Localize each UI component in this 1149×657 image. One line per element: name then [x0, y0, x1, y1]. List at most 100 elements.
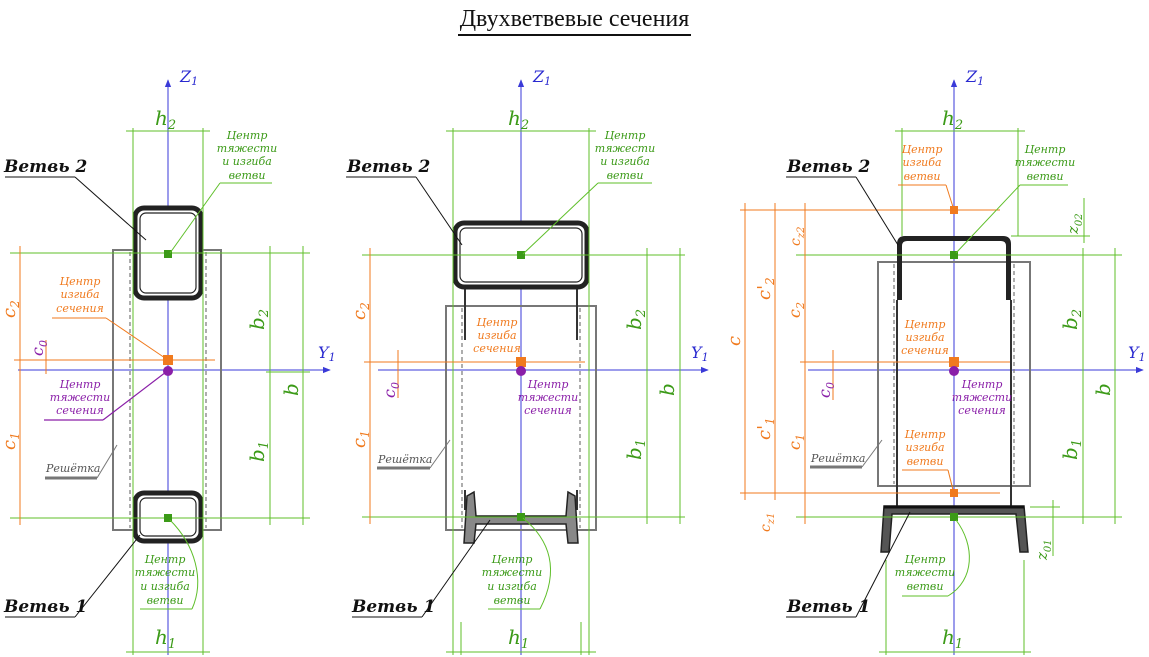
svg-text:тяжести: тяжести	[217, 142, 277, 155]
bend-branch-1-label-3: Центр изгиба ветви	[905, 428, 946, 468]
bend-center-marker	[163, 355, 173, 365]
dim-c0-2: c0	[380, 382, 402, 398]
svg-text:Центр: Центр	[145, 553, 186, 566]
lattice-label-2: Решётка	[377, 453, 432, 466]
center-marker-icon	[164, 250, 172, 258]
grav-section-label-1: Центр тяжести сечения	[50, 378, 110, 417]
center-branch-1-label-2: Центр тяжести и изгиба ветви	[482, 553, 542, 607]
y-axis-label-3: Y1	[1128, 343, 1146, 364]
dim-cz1: cz1	[758, 513, 777, 532]
svg-text:Центр: Центр	[605, 129, 646, 142]
grav-branch-2-label-3: Центр тяжести ветви	[1015, 143, 1075, 183]
svg-text:Центр: Центр	[60, 275, 101, 288]
svg-text:и изгиба: и изгиба	[140, 580, 190, 593]
branch-1-channel	[880, 505, 1029, 553]
page-title: Двухветвевые сечения	[0, 6, 1149, 36]
svg-text:Центр: Центр	[962, 378, 1003, 391]
svg-text:сечения: сечения	[958, 404, 1006, 417]
branch-2-label-1: Ветвь 2	[3, 157, 87, 177]
dim-c2-3: c2	[785, 302, 807, 318]
grav-center-marker	[949, 366, 959, 376]
leader	[169, 519, 199, 610]
center-branch-2-label-2: Центр тяжести и изгиба ветви	[595, 129, 655, 182]
svg-text:тяжести: тяжести	[518, 391, 578, 404]
leader	[855, 176, 899, 246]
svg-text:тяжести: тяжести	[895, 566, 955, 579]
svg-text:ветви: ветви	[907, 455, 944, 468]
svg-text:изгиба: изгиба	[61, 288, 100, 301]
dim-c1p: c'1	[754, 417, 777, 440]
svg-text:Центр: Центр	[1025, 143, 1066, 156]
svg-text:Центр: Центр	[227, 129, 268, 142]
dim-h1-1: h1	[155, 625, 176, 652]
svg-text:сечения: сечения	[473, 342, 521, 355]
svg-text:Центр: Центр	[528, 378, 569, 391]
z-axis-label-2: Z1	[532, 67, 551, 88]
y-axis-label-2: Y1	[691, 343, 709, 364]
leader	[96, 444, 118, 479]
dim-z02: z02	[1064, 213, 1085, 235]
page-title-text: Двухветвевые сечения	[457, 6, 692, 36]
branch-1-label-1: Ветвь 1	[3, 597, 87, 617]
leader	[169, 182, 221, 254]
section-1: Z1 Y1 h2 h1 b2 b1 b c2 c1	[0, 67, 336, 655]
branch-2-label-3: Ветвь 2	[786, 157, 870, 177]
dim-b2-1: b2	[245, 309, 272, 330]
leader	[105, 317, 166, 359]
branch-2-label-2: Ветвь 2	[346, 157, 430, 177]
center-marker-icon	[950, 251, 958, 259]
dim-c2p: c'2	[754, 277, 777, 300]
dim-c1-3: c1	[785, 434, 807, 450]
center-marker-icon	[517, 513, 525, 521]
bend-branch-2-label-3: Центр изгиба ветви	[902, 143, 943, 183]
leader	[102, 371, 167, 421]
grav-section-label-3: Центр тяжести сечения	[952, 378, 1012, 417]
z-axis-label-1: Z1	[179, 67, 198, 88]
dim-cz2: cz2	[788, 227, 807, 246]
section-2: Z1 Y1 h2 h1 b2	[346, 67, 709, 655]
dim-c1-1: c1	[0, 432, 22, 450]
leader	[947, 469, 954, 491]
svg-text:и изгиба: и изгиба	[487, 580, 537, 593]
svg-text:тяжести: тяжести	[1015, 156, 1075, 169]
bend-branch-marker	[950, 489, 958, 497]
leader	[955, 184, 1021, 254]
grav-center-marker	[516, 366, 526, 376]
svg-text:ветви: ветви	[1027, 170, 1064, 183]
leader	[945, 184, 954, 208]
dim-h2-3: h2	[942, 106, 963, 133]
leader	[429, 439, 451, 469]
svg-text:Центр: Центр	[492, 553, 533, 566]
center-marker-icon	[950, 513, 958, 521]
z-axis-label-3: Z1	[965, 67, 984, 88]
leader	[861, 439, 883, 468]
svg-text:Центр: Центр	[905, 553, 946, 566]
svg-text:и изгиба: и изгиба	[222, 155, 272, 168]
dim-b-2: b	[655, 383, 679, 396]
dim-z01: z01	[1033, 539, 1054, 561]
lattice-label-3: Решётка	[810, 452, 865, 465]
branch-1-label-3: Ветвь 1	[786, 597, 870, 617]
dim-b1-3: b1	[1058, 439, 1085, 460]
bend-section-label-1: Центр изгиба сечения	[56, 275, 104, 315]
svg-text:Центр: Центр	[902, 143, 943, 156]
leader	[74, 534, 141, 618]
center-marker-icon	[517, 251, 525, 259]
svg-text:тяжести: тяжести	[135, 566, 195, 579]
grav-center-marker	[163, 366, 173, 376]
svg-text:изгиба: изгиба	[906, 441, 945, 454]
dim-h2-1: h2	[155, 106, 176, 133]
svg-text:тяжести: тяжести	[952, 391, 1012, 404]
svg-text:Центр: Центр	[477, 316, 518, 329]
branch-1-label-2: Ветвь 1	[351, 597, 435, 617]
svg-text:тяжести: тяжести	[595, 142, 655, 155]
section-3: Z1 Y1	[724, 67, 1146, 655]
leader	[421, 519, 491, 618]
dim-b1-2: b1	[622, 439, 649, 460]
bend-branch-marker	[950, 206, 958, 214]
center-marker-icon	[164, 514, 172, 522]
svg-text:ветви: ветви	[907, 580, 944, 593]
branch-1-tube-inner	[139, 497, 197, 537]
dim-c0-1: c0	[28, 340, 50, 356]
